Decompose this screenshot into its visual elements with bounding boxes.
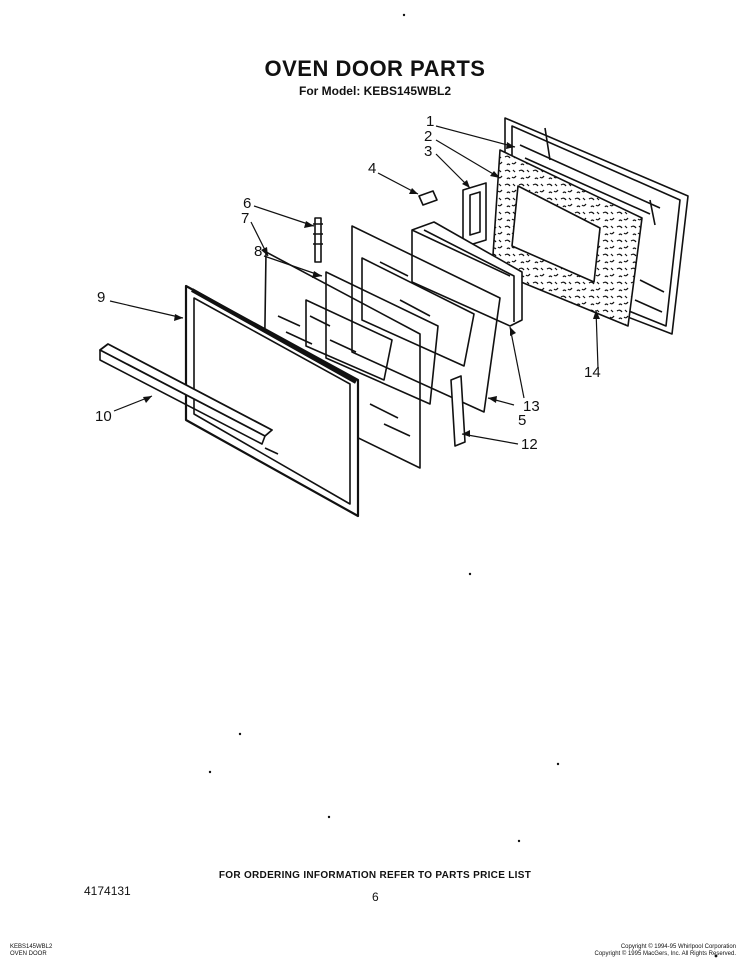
part-window-glass xyxy=(305,271,439,405)
footer-section-name: OVEN DOOR xyxy=(10,951,47,957)
part-hinge-pin xyxy=(313,217,323,263)
callout-4: 4 xyxy=(368,160,377,177)
part-glass-frame xyxy=(351,225,501,413)
copyright-line-2: Copyright © 1995 MacGers, Inc. All Right… xyxy=(594,951,736,957)
callout-13: 13 xyxy=(523,398,540,415)
model-subtitle: For Model: KEBS145WBL2 xyxy=(298,84,451,98)
page-title: OVEN DOOR PARTS xyxy=(264,56,486,81)
ordering-note: FOR ORDERING INFORMATION REFER TO PARTS … xyxy=(218,870,532,881)
part-insulation xyxy=(491,149,643,327)
callout-6: 6 xyxy=(243,195,252,212)
callout-5: 5 xyxy=(518,412,527,429)
callout-3: 3 xyxy=(424,143,433,160)
part-door-frame xyxy=(184,284,360,518)
part-bracket xyxy=(462,182,487,248)
footer-model-code: KEBS145WBL2 xyxy=(10,944,53,950)
part-clip xyxy=(418,190,438,206)
part-handle xyxy=(99,343,273,445)
part-side-strip xyxy=(450,375,466,447)
callout-8: 8 xyxy=(254,243,263,260)
callout-10: 10 xyxy=(95,408,112,425)
callout-12: 12 xyxy=(521,436,538,453)
document-number: 4174131 xyxy=(84,884,131,898)
copyright-line-1: Copyright © 1994-95 Whirlpool Corporatio… xyxy=(620,944,736,950)
page-number: 6 xyxy=(372,890,379,904)
callout-2: 2 xyxy=(424,128,433,145)
callout-7: 7 xyxy=(241,210,250,227)
part-spacer-box xyxy=(411,221,523,327)
callout-14: 14 xyxy=(584,364,601,381)
callout-1: 1 xyxy=(426,113,435,130)
callout-9: 9 xyxy=(97,289,106,306)
